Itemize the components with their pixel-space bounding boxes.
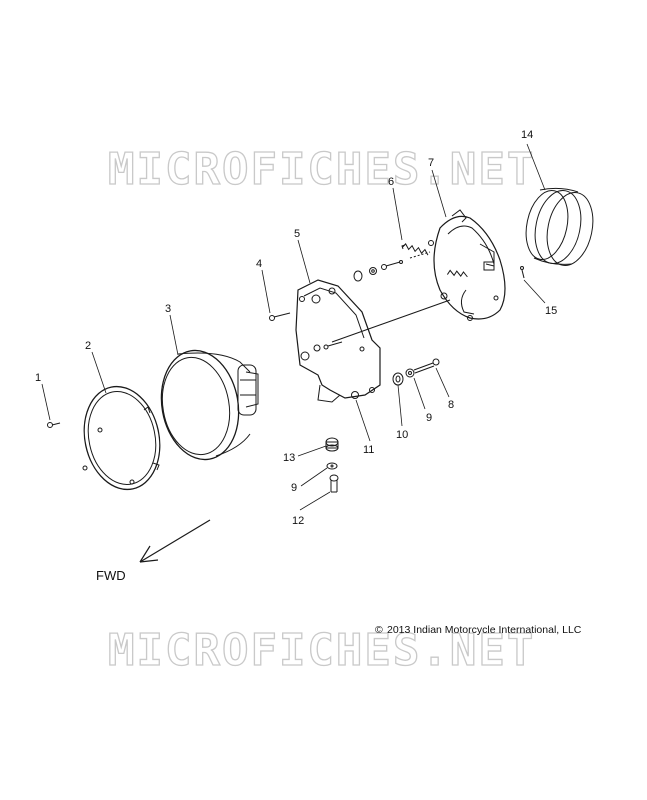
callout-7: 7 <box>428 157 434 169</box>
leader-lines <box>41 143 546 511</box>
callout-15: 15 <box>545 305 557 317</box>
screw-1 <box>47 422 61 428</box>
callout-6: 6 <box>388 176 394 188</box>
hardware-row <box>331 251 451 343</box>
screw-4 <box>269 312 291 321</box>
copyright-text: 2013 Indian Motorcycle International, LL… <box>387 624 582 636</box>
callout-2: 2 <box>85 340 91 352</box>
callout-11: 11 <box>363 444 374 456</box>
fwd-label: FWD <box>96 568 126 583</box>
callout-14: 14 <box>521 129 533 141</box>
headlamp <box>160 349 259 461</box>
copyright-symbol: © <box>375 624 383 636</box>
grommet-13 <box>325 437 339 452</box>
callout-8: 8 <box>448 399 454 411</box>
trim-ring <box>82 385 161 491</box>
headlamp-bucket <box>428 209 506 321</box>
callout-13: 13 <box>283 452 295 464</box>
spring-6 <box>401 243 429 256</box>
bolt-8 <box>413 358 440 374</box>
callout-12: 12 <box>292 515 304 527</box>
callout-10: 10 <box>396 429 408 441</box>
seal-ring <box>525 187 594 266</box>
mounting-bracket <box>295 279 381 403</box>
callout-5: 5 <box>294 228 300 240</box>
callout-3: 3 <box>165 303 171 315</box>
washer-9-upper <box>405 368 415 378</box>
washer-9-lower <box>326 462 338 470</box>
callout-1: 1 <box>35 372 41 384</box>
callout-numbers: 1 2 3 4 5 6 7 14 15 8 9 10 11 13 9 12 <box>35 129 557 527</box>
forward-arrow <box>139 519 211 563</box>
grommet-10 <box>392 372 404 386</box>
bracket-screw <box>323 341 343 350</box>
watermark-top: MICROFICHES.NET <box>108 144 535 195</box>
callout-9-lower: 9 <box>291 482 297 494</box>
bolt-12 <box>329 474 339 493</box>
watermark-bottom: MICROFICHES.NET <box>108 625 535 676</box>
callout-4: 4 <box>256 258 262 270</box>
screw-15 <box>520 266 525 279</box>
callout-9-upper: 9 <box>426 412 432 424</box>
